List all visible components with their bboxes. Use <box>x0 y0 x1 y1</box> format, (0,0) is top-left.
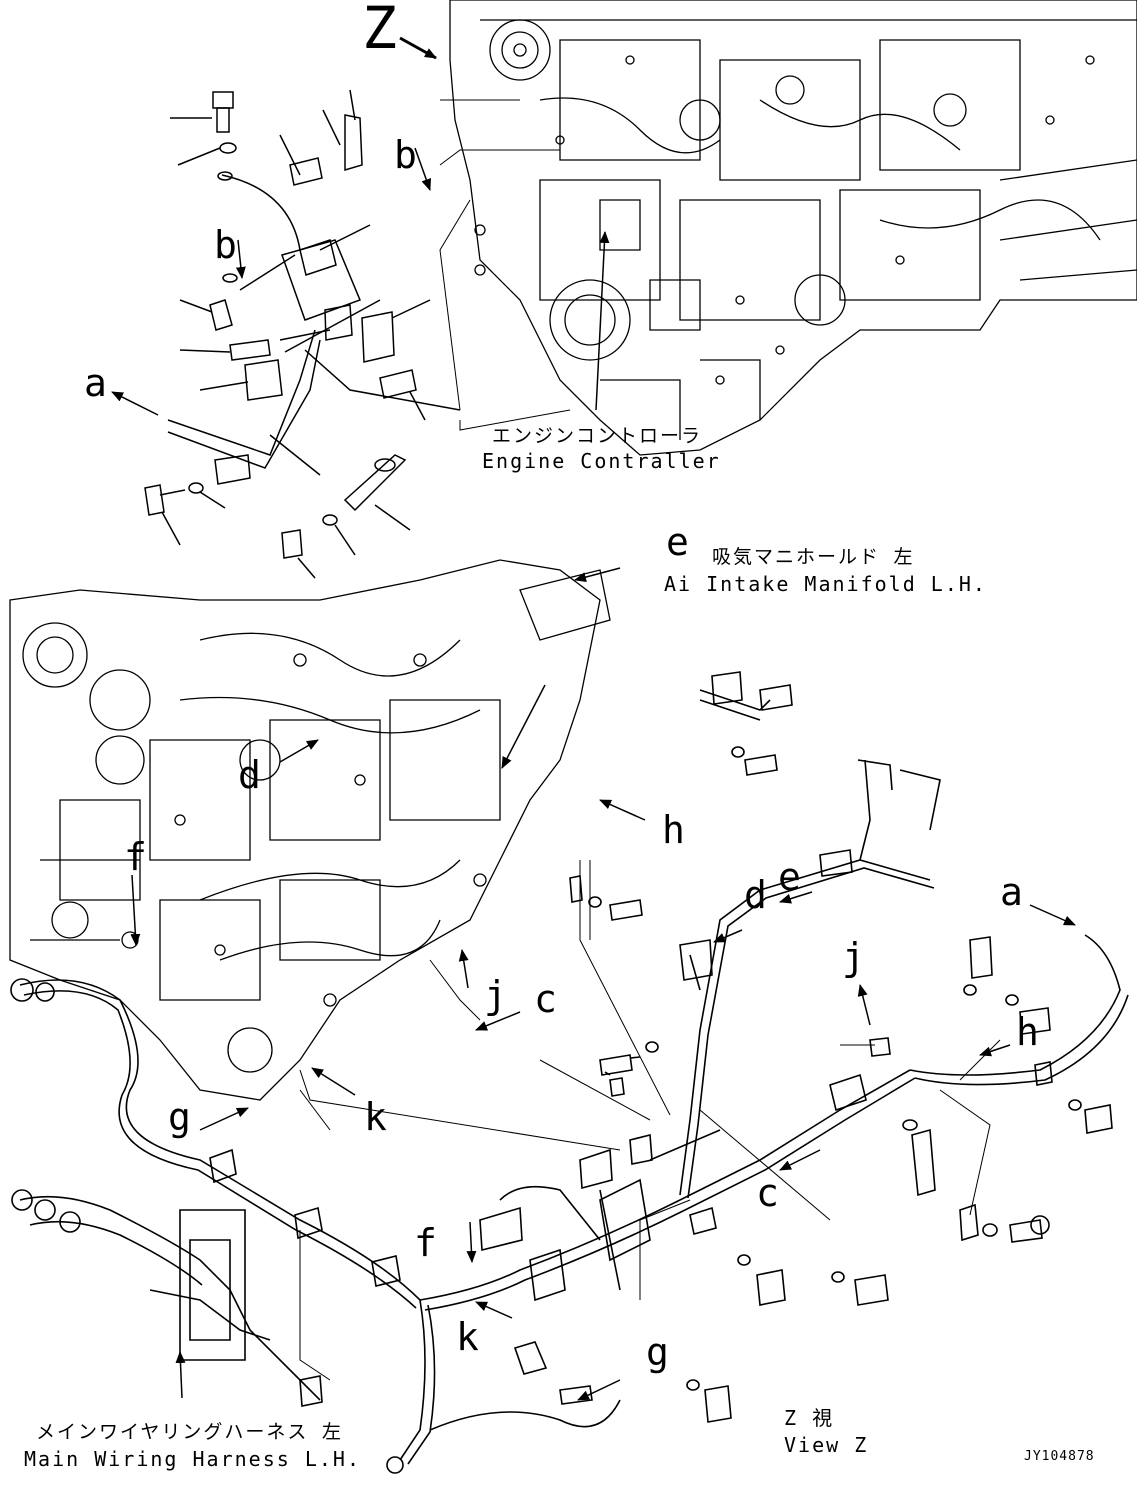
callout-label-d-right: d <box>744 873 767 917</box>
callout-label-g-left: g <box>168 1095 191 1139</box>
view-marker-z: Z <box>362 0 397 62</box>
callout-label-k-left: k <box>364 1095 387 1139</box>
drawing-code: JY104878 <box>1024 1449 1095 1464</box>
callout-label-j-mid: j <box>484 973 507 1017</box>
callout-arrows <box>111 36 1076 1401</box>
callout-label-a-top: a <box>84 361 107 405</box>
engine-block-upper <box>449 0 1137 456</box>
callout-label-a-right: a <box>1000 870 1023 914</box>
caption-main-harness-en: Main Wiring Harness L.H. <box>24 1447 361 1471</box>
leader-lines <box>299 99 1001 1381</box>
callout-label-e-right: e <box>778 855 801 899</box>
caption-intake-manifold-jp: 吸気マニホールド 左 <box>712 546 914 568</box>
callout-label-b-upper: b <box>394 133 417 177</box>
caption-engine-controller-jp: エンジンコントローラ <box>492 425 702 447</box>
bracket-assembly-upper <box>144 89 461 579</box>
callout-label-j-right: j <box>842 935 865 979</box>
caption-engine-controller-en: Engine Contraller <box>482 449 721 473</box>
caption-view-z-en: View Z <box>784 1433 868 1457</box>
caption-main-harness-jp: メインワイヤリングハーネス 左 <box>36 1421 343 1443</box>
callout-label-g-bottom: g <box>646 1330 669 1374</box>
caption-intake-manifold-en: Ai Intake Manifold L.H. <box>664 572 987 596</box>
wiring-harness <box>10 671 1129 1474</box>
label-layer: Z a b b d e f g k h j c d e a j h c f k … <box>24 0 1095 1471</box>
callout-label-f-bottom: f <box>414 1221 437 1265</box>
engine-block-lower <box>9 559 611 1101</box>
callout-label-h-right: h <box>1016 1010 1039 1054</box>
callout-label-d-left: d <box>238 753 261 797</box>
callout-label-h-mid: h <box>662 808 685 852</box>
callout-label-b-lower: b <box>214 223 237 267</box>
callout-label-k-bottom: k <box>456 1315 479 1359</box>
callout-label-c-right: c <box>756 1171 779 1215</box>
callout-label-c-mid: c <box>534 977 557 1021</box>
callout-label-e-top: e <box>666 520 689 564</box>
caption-view-z-jp: Z 視 <box>784 1406 834 1430</box>
callout-label-f-left: f <box>124 835 147 879</box>
